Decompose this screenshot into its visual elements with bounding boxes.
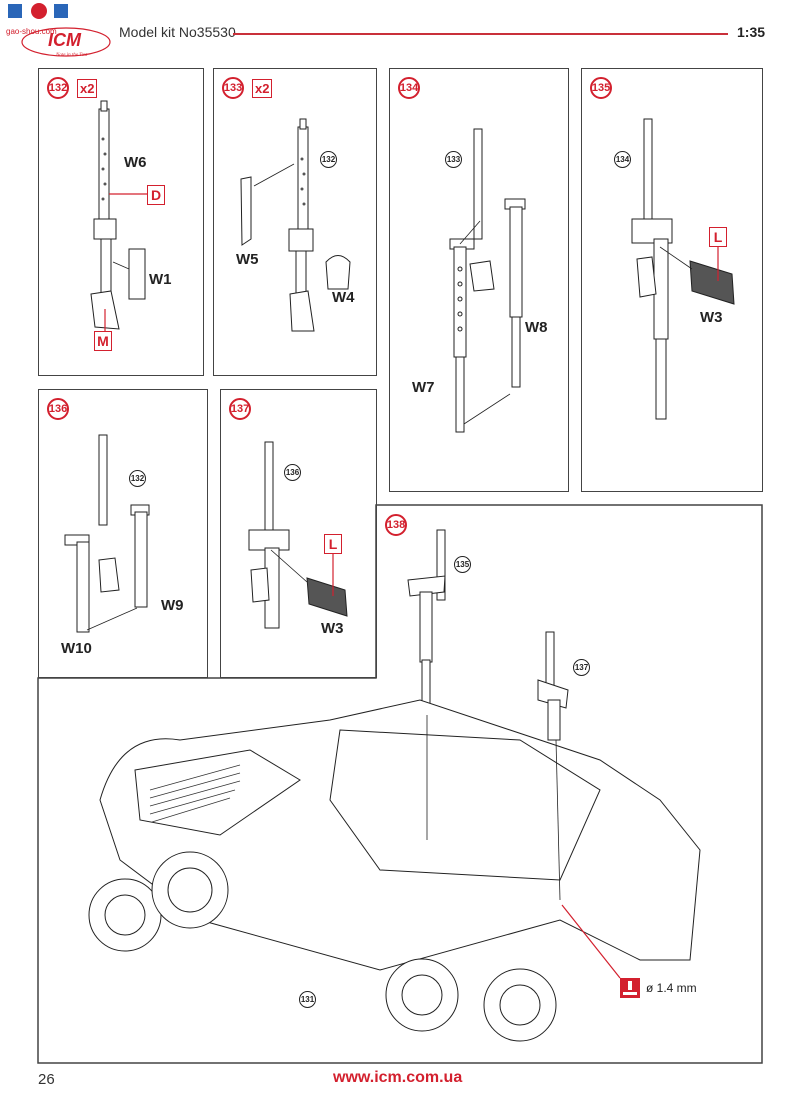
website-link[interactable]: www.icm.com.ua: [333, 1069, 463, 1086]
step-133-panel: 133 x2 132 W5 W4: [213, 68, 377, 376]
step-135-panel: 135 134 L W3: [581, 68, 763, 492]
step-number: 138: [385, 514, 407, 536]
step-reference: 131: [299, 991, 316, 1008]
part-label: W10: [61, 640, 92, 657]
svg-text:gao-shou.com: gao-shou.com: [6, 27, 57, 36]
tripod-mg-drawing: [631, 118, 735, 420]
step-132-panel: 132 x2 W6 W1 D M: [38, 68, 204, 376]
part-label: W3: [700, 309, 723, 326]
step-number: 132: [47, 77, 69, 99]
paint-callout: L: [709, 227, 727, 247]
step-number: 136: [47, 398, 69, 420]
bipod-drawing: [64, 434, 150, 633]
part-label: W7: [412, 379, 435, 396]
paint-callout: M: [94, 331, 112, 351]
part-label: W3: [321, 620, 344, 637]
header-rule: [233, 33, 728, 35]
drill-size-note: ø 1.4 mm: [646, 981, 697, 995]
scale-label: 1:35: [737, 24, 766, 40]
step-reference: 133: [445, 151, 462, 168]
part-label: W1: [149, 271, 172, 288]
brand-logo: ICM gao-shou.com Note in the Text: [4, 2, 112, 60]
page-number: 26: [38, 1071, 55, 1088]
step-number: 137: [229, 398, 251, 420]
brand-name: ICM: [48, 30, 82, 50]
step-136-panel: 136 132 W9 W10: [38, 389, 208, 678]
multiplier-badge: x2: [77, 79, 98, 98]
bipod-mg-drawing: [248, 441, 348, 629]
part-label: W8: [525, 319, 548, 336]
step-reference: 132: [129, 470, 146, 487]
part-label: W5: [236, 251, 259, 268]
step-number: 134: [398, 77, 420, 99]
mg34-drawing: [240, 118, 351, 332]
paint-callout: L: [324, 534, 342, 554]
model-kit-number: Model kit No35530: [119, 24, 236, 40]
paint-callout: D: [147, 185, 165, 205]
step-reference: 132: [320, 151, 337, 168]
part-label: W6: [124, 154, 147, 171]
step-number: 135: [590, 77, 612, 99]
step-reference: 134: [614, 151, 631, 168]
step-134-panel: 134 133 W8 W7: [389, 68, 569, 492]
part-label: W9: [161, 597, 184, 614]
step-number: 133: [222, 77, 244, 99]
tripod-drawing: [449, 128, 526, 433]
multiplier-badge: x2: [252, 79, 273, 98]
drill-hole-icon: [620, 978, 640, 998]
step-reference: 136: [284, 464, 301, 481]
part-label: W4: [332, 289, 355, 306]
mg34-drawing: [90, 100, 149, 331]
step-137-panel: 137 136 L W3: [220, 389, 377, 678]
step-reference: 137: [573, 659, 590, 676]
svg-text:Note in the Text: Note in the Text: [55, 53, 88, 58]
step-reference: 135: [454, 556, 471, 573]
